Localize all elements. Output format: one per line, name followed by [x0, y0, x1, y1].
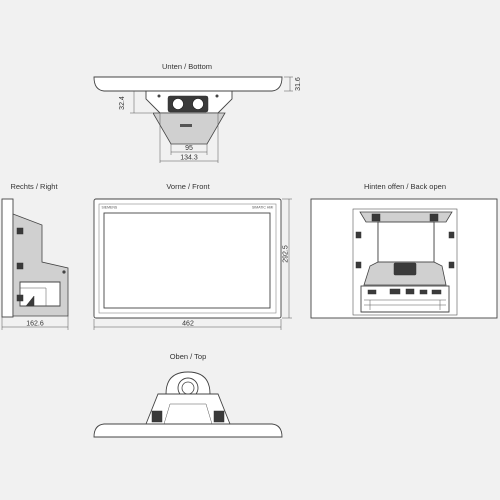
bottom-view: Unten / Bottom 31.6 32.4 95 134.3	[93, 62, 302, 163]
dim-bottom-depth: 32.4	[119, 96, 126, 110]
top-view-title: Oben / Top	[170, 352, 207, 361]
top-port	[181, 381, 195, 395]
back-clip-left-upper	[355, 231, 362, 239]
back-port-2	[389, 288, 401, 295]
back-view: Hinten offen / Back open	[310, 182, 498, 319]
back-connector	[393, 262, 417, 276]
bottom-view-title: Unten / Bottom	[162, 62, 212, 71]
right-clip-middle	[16, 262, 24, 270]
back-clip-top-right	[429, 213, 439, 222]
right-clip-top	[16, 227, 24, 235]
right-screw	[62, 270, 66, 274]
right-mount-flange	[19, 281, 61, 307]
back-clip-right-lower	[448, 261, 455, 269]
front-panel-bezel	[98, 203, 277, 314]
back-view-title: Hinten offen / Back open	[364, 182, 446, 191]
dim-front-height: 292.5	[283, 245, 290, 263]
bottom-mount-arm	[152, 112, 226, 145]
right-view-title: Rechts / Right	[10, 182, 58, 191]
top-view: Oben / Top	[93, 352, 283, 438]
bottom-label-mark	[180, 124, 192, 127]
back-clip-top-left	[371, 213, 381, 222]
top-clip-left	[151, 410, 163, 423]
bottom-panel-outline	[93, 76, 283, 92]
bottom-port-left	[172, 98, 184, 110]
back-clip-left-lower	[355, 261, 362, 269]
dim-bottom-outer-width: 134.3	[180, 155, 198, 162]
back-port-5	[431, 289, 442, 295]
front-display-area	[103, 212, 271, 309]
back-port-3	[405, 288, 415, 295]
bottom-port-right	[192, 98, 204, 110]
right-foot	[25, 295, 35, 307]
front-view: Vorne / Front SIEMENS SIMATIC HMI 292.5 …	[93, 182, 292, 330]
dim-bottom-inner-width: 95	[185, 145, 193, 152]
dim-right-depth: 162.6	[26, 321, 44, 328]
front-logo: SIEMENS	[102, 206, 118, 210]
back-clip-right-upper	[448, 231, 455, 239]
bottom-screw-left	[157, 94, 161, 98]
back-inner-frame	[352, 208, 458, 316]
front-model: SIMATIC HMI	[252, 206, 273, 210]
bottom-screw-right	[215, 94, 219, 98]
right-panel-edge	[1, 198, 14, 318]
front-view-title: Vorne / Front	[166, 182, 210, 191]
top-clip-right	[213, 410, 225, 423]
dim-bottom-height: 31.6	[295, 77, 302, 91]
dim-front-width: 462	[182, 321, 194, 328]
right-clip-bottom	[16, 294, 24, 302]
back-port-4	[419, 289, 428, 295]
back-mount-window	[377, 221, 435, 263]
back-port-1	[367, 289, 377, 295]
right-view: Rechts / Right 162.6	[1, 182, 69, 330]
top-panel-outline	[93, 423, 283, 438]
